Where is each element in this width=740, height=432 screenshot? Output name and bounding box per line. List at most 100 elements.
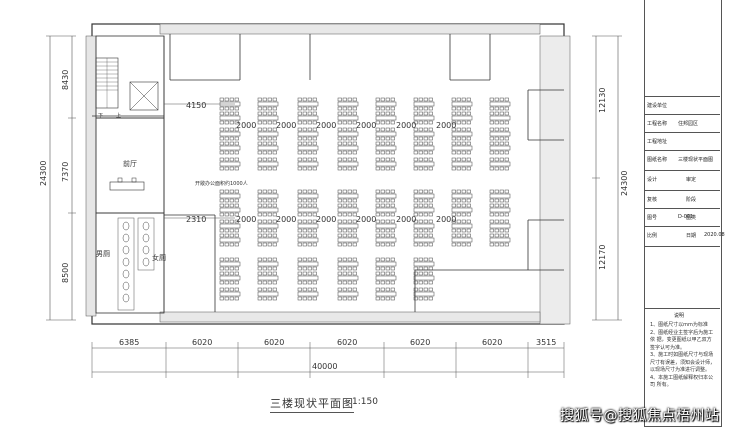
chair <box>297 287 302 292</box>
chair <box>297 97 302 102</box>
desk <box>375 291 397 297</box>
chair <box>390 228 395 233</box>
chair <box>342 280 347 285</box>
chair <box>380 97 385 102</box>
chair <box>229 280 234 285</box>
chair <box>390 136 395 141</box>
desk <box>337 261 359 267</box>
chair <box>342 203 347 208</box>
chair <box>489 97 494 102</box>
chair <box>456 97 461 102</box>
chair <box>347 280 352 285</box>
chair <box>312 106 317 111</box>
chair <box>504 166 509 171</box>
chair <box>262 228 267 233</box>
chair <box>466 141 471 146</box>
chair <box>385 257 390 262</box>
chair <box>385 233 390 238</box>
chair <box>461 203 466 208</box>
chair <box>494 219 499 224</box>
row-label: 设计 <box>647 177 658 183</box>
chair <box>307 198 312 203</box>
desk <box>451 237 473 243</box>
chair <box>413 111 418 116</box>
chair <box>390 266 395 271</box>
chair <box>347 127 352 132</box>
chair <box>390 280 395 285</box>
chair <box>307 219 312 224</box>
chair <box>312 141 317 146</box>
chair <box>494 141 499 146</box>
chair <box>272 219 277 224</box>
chair <box>302 203 307 208</box>
desk <box>375 115 397 121</box>
chair <box>390 257 395 262</box>
chair <box>219 198 224 203</box>
chair <box>428 228 433 233</box>
desk <box>451 115 473 121</box>
chair <box>418 212 423 217</box>
desk <box>413 275 435 281</box>
chair <box>413 136 418 141</box>
chair <box>347 136 352 141</box>
chair <box>489 166 494 171</box>
chair <box>380 266 385 271</box>
chair <box>257 212 262 217</box>
chair <box>428 136 433 141</box>
chair <box>224 296 229 301</box>
chair <box>224 203 229 208</box>
chair <box>229 97 234 102</box>
desk <box>375 193 397 199</box>
chair <box>418 296 423 301</box>
desk <box>297 115 319 121</box>
chair <box>262 271 267 276</box>
chair <box>428 233 433 238</box>
chair <box>352 166 357 171</box>
desk <box>375 275 397 281</box>
chair <box>219 257 224 262</box>
desk <box>297 223 319 229</box>
chair <box>390 271 395 276</box>
chair <box>229 257 234 262</box>
title-block-row: 工程地址 <box>644 132 720 151</box>
dim-2000: 2000 <box>356 215 376 224</box>
chair <box>494 127 499 132</box>
chair <box>423 150 428 155</box>
chair <box>413 228 418 233</box>
desk <box>413 261 435 267</box>
chair <box>302 157 307 162</box>
chair <box>272 136 277 141</box>
chair <box>418 127 423 132</box>
chair <box>342 166 347 171</box>
chair <box>380 280 385 285</box>
chair <box>229 141 234 146</box>
chair <box>312 219 317 224</box>
chair <box>297 106 302 111</box>
toilet-fixture <box>142 233 150 243</box>
notes-divider <box>644 308 720 309</box>
chair <box>219 228 224 233</box>
chair <box>423 141 428 146</box>
chair <box>466 233 471 238</box>
chair <box>390 287 395 292</box>
chair <box>466 111 471 116</box>
chair <box>262 296 267 301</box>
dim-2000: 2000 <box>436 215 456 224</box>
chair <box>390 198 395 203</box>
chair <box>385 106 390 111</box>
chair <box>456 150 461 155</box>
chair <box>302 141 307 146</box>
chair <box>257 157 262 162</box>
left-dimensions <box>46 35 76 321</box>
desk <box>297 101 319 107</box>
chair <box>451 219 456 224</box>
chair <box>494 136 499 141</box>
chair <box>352 266 357 271</box>
chair <box>342 257 347 262</box>
chair <box>234 233 239 238</box>
chair <box>312 233 317 238</box>
desk <box>337 145 359 151</box>
desk <box>337 115 359 121</box>
chair <box>375 166 380 171</box>
chair <box>297 150 302 155</box>
